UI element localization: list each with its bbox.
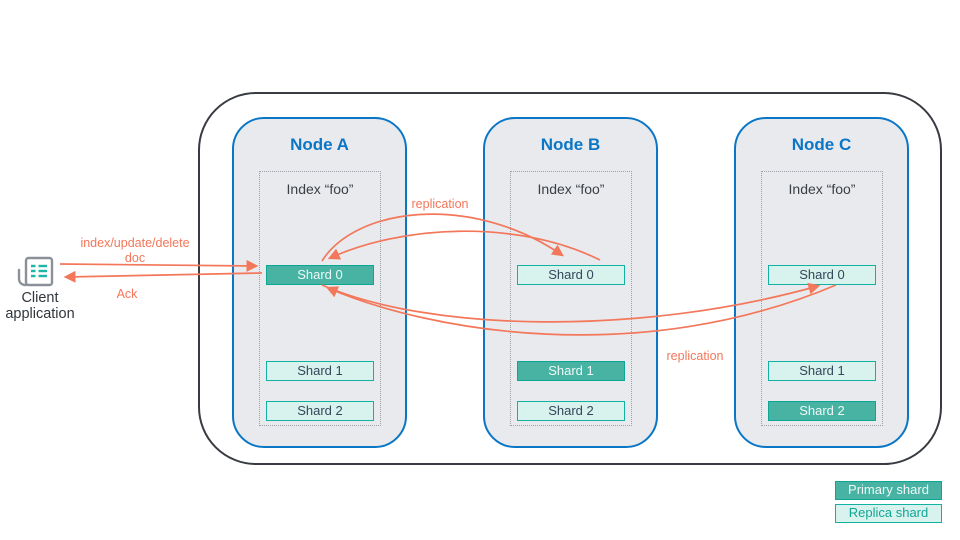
node-c-index-label: Index “foo” bbox=[788, 181, 856, 197]
node-c-shard-2: Shard 2 bbox=[768, 401, 876, 421]
client-label-line2: application bbox=[5, 306, 75, 323]
request-label-line1: index/update/delete bbox=[80, 236, 190, 250]
node-b-index-label: Index “foo” bbox=[537, 181, 605, 197]
request-label-line2: doc bbox=[124, 250, 146, 265]
replication-label-top: replication bbox=[411, 197, 469, 211]
legend-replica-shard: Replica shard bbox=[835, 504, 942, 523]
node-a-title: Node A bbox=[290, 135, 349, 154]
node-a-index-label: Index “foo” bbox=[286, 181, 354, 197]
replication-label-bottom: replication bbox=[666, 349, 724, 363]
node-c-index-box: Index “foo” bbox=[761, 171, 883, 426]
legend-primary-shard: Primary shard bbox=[835, 481, 942, 500]
node-b-shard-2: Shard 2 bbox=[517, 401, 625, 421]
node-c: Node C Index “foo” Shard 0 Shard 1 Shard… bbox=[734, 117, 909, 448]
node-c-shard-0: Shard 0 bbox=[768, 265, 876, 285]
ack-flow-label: Ack bbox=[116, 287, 138, 301]
node-c-shard-1: Shard 1 bbox=[768, 361, 876, 381]
client-label-line1: Client bbox=[21, 290, 59, 306]
node-b: Node B Index “foo” Shard 0 Shard 1 Shard… bbox=[483, 117, 658, 448]
legend: Primary shard Replica shard bbox=[835, 481, 942, 527]
node-b-shard-0: Shard 0 bbox=[517, 265, 625, 285]
node-a-index-box: Index “foo” bbox=[259, 171, 381, 426]
node-a-shard-1: Shard 1 bbox=[266, 361, 374, 381]
node-b-shard-1: Shard 1 bbox=[517, 361, 625, 381]
node-c-title: Node C bbox=[791, 135, 852, 154]
node-a: Node A Index “foo” Shard 0 Shard 1 Shard… bbox=[232, 117, 407, 448]
client-application-label: Client application bbox=[0, 290, 80, 322]
client-application-icon bbox=[14, 254, 60, 299]
node-a-shard-0: Shard 0 bbox=[266, 265, 374, 285]
request-flow-label: index/update/delete doc bbox=[55, 236, 215, 265]
document-list-icon bbox=[17, 256, 54, 287]
node-b-index-box: Index “foo” bbox=[510, 171, 632, 426]
node-a-shard-2: Shard 2 bbox=[266, 401, 374, 421]
node-b-title: Node B bbox=[540, 135, 601, 154]
